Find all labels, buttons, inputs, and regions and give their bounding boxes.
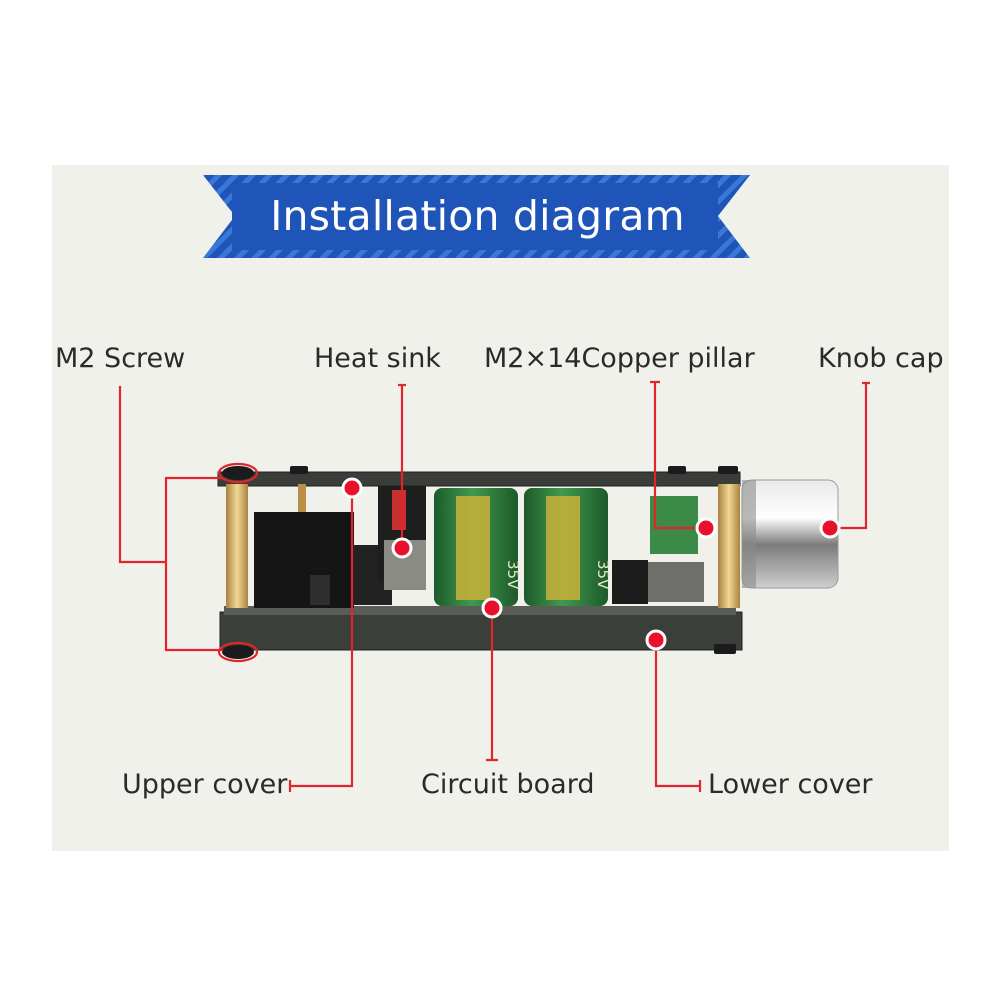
dot-upper-cover: [341, 477, 363, 499]
potentiometer-bracket: [648, 562, 704, 602]
leader-upper-cover: [288, 488, 354, 792]
screw-top-3: [718, 466, 738, 474]
dot-knob-cap: [819, 517, 841, 539]
label-m2-screw: M2 Screw: [55, 343, 186, 374]
copper-pillar-left: [226, 484, 248, 608]
capacitor-1-rating: 35V: [504, 560, 522, 590]
marker-dots: [341, 477, 841, 651]
dot-lower-cover: [645, 629, 667, 651]
leader-m2-screw: [118, 386, 223, 652]
potentiometer-body: [650, 496, 698, 554]
upper-cover-plate: [217, 471, 741, 487]
knob-shadow: [742, 480, 756, 588]
label-knob-cap: Knob cap: [818, 343, 944, 374]
leader-copper-pillar: [650, 380, 706, 530]
capacitor-2-rating: 35V: [594, 560, 612, 590]
dot-heat-sink: [391, 537, 413, 559]
screw-ring-bottom: [217, 641, 259, 663]
label-lower-cover: Lower cover: [708, 769, 873, 800]
jack-notch: [310, 575, 330, 605]
screw-bottom-left: [222, 645, 254, 659]
capacitor-2-band: [546, 496, 580, 600]
screw-bottom-right: [714, 644, 736, 654]
screw-top-2: [668, 466, 686, 474]
circuit-board-plate: [224, 606, 736, 615]
leader-lower-cover: [654, 640, 702, 792]
label-heat-sink: Heat sink: [314, 343, 441, 374]
label-circuit-board: Circuit board: [421, 769, 595, 800]
dot-copper-pillar: [695, 517, 717, 539]
title-banner: [203, 175, 750, 258]
screw-ring-top: [217, 462, 259, 484]
leader-circuit-board: [486, 608, 498, 762]
leader-heat-sink: [398, 383, 406, 548]
dot-circuit-board: [481, 597, 503, 619]
small-ic: [612, 560, 648, 604]
label-copper-pillar: M2×14Copper pillar: [484, 343, 755, 374]
copper-pillar-right: [718, 484, 740, 608]
leader-knob-cap: [830, 381, 870, 530]
banner-center: [232, 183, 718, 250]
diagram-title: Installation diagram: [270, 192, 685, 240]
label-upper-cover: Upper cover: [122, 769, 288, 800]
capacitor-1-band: [456, 496, 490, 600]
heat-sink-red: [392, 490, 406, 530]
audio-jack: [254, 512, 354, 608]
leader-lines: [118, 380, 870, 792]
screw-top-1: [290, 466, 308, 474]
copper-pillar-inner: [298, 484, 306, 514]
screw-top-left: [222, 466, 254, 480]
